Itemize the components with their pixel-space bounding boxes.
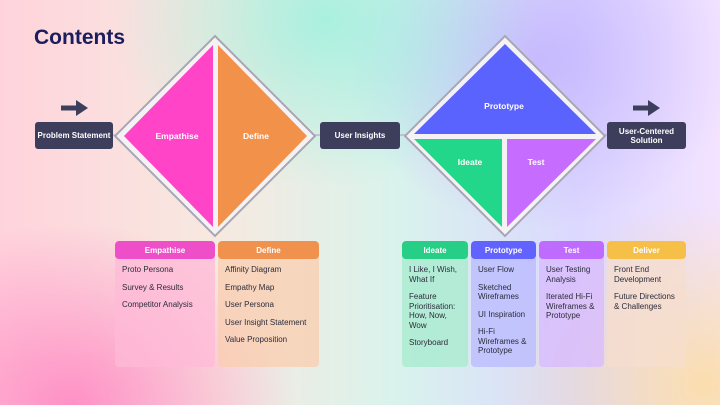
list-item: Iterated Hi-Fi Wireframes & Prototype [546,292,595,320]
list-item: Future Directions & Challenges [614,292,675,311]
diamond2-test-label: Test [528,157,545,167]
list-item: Proto Persona [122,265,174,274]
list-item: Value Proposition [225,335,288,344]
arrow-right-icon [633,100,660,116]
phase-column-header: Define [218,241,319,259]
arrow-right-icon [61,100,88,116]
diamond1-define-segment [218,45,307,227]
user-centered-solution-box: User-Centered Solution [607,122,686,149]
phase-column-header: Prototype [471,241,536,259]
diamond1-define-label: Define [243,131,269,141]
diamond1-frame [113,34,317,238]
list-item: Empathy Map [225,282,275,292]
list-item: Competitor Analysis [122,300,193,309]
list-item: Hi-Fi Wireframes & Prototype [478,327,527,355]
diamond2-test-segment [507,139,596,227]
list-item: User Flow [478,265,515,274]
list-item: UI Inspiration [478,309,526,319]
phase-column-header: Deliver [607,241,686,259]
phase-column-header: Ideate [402,241,468,259]
list-item: Sketched Wireframes [478,282,519,302]
page-title: Contents [34,26,125,49]
user-insights-box: User Insights [320,122,400,149]
diamond1-empathise-label: Empathise [156,131,199,141]
phase-column-ideate: Ideate I Like, I Wish, What If Feature Pri… [402,241,468,367]
problem-statement-box: Problem Statement [35,122,113,149]
list-item: User Persona [225,300,274,309]
diamond2-prototype-label: Prototype [484,101,524,111]
list-item: Affinity Diagram [225,265,282,274]
list-item: Survey & Results [122,282,184,292]
list-item: User Insight Statement [225,317,307,327]
phase-column-header: Empathise [115,241,215,259]
diamond1-empathise-segment [124,45,213,227]
phase-column-body: I Like, I Wish, What If Feature Prioritis… [402,259,468,360]
list-item: Feature Prioritisation: How, Now, Wow [409,292,456,330]
list-item: I Like, I Wish, What If [409,265,458,284]
list-item: Front End Development [614,265,662,284]
diamond2-ideate-segment [414,139,502,227]
diamond2-prototype-segment [414,44,596,134]
phase-column-header: Test [539,241,604,259]
diamond2-ideate-label: Ideate [458,157,483,167]
list-item: Storyboard [409,338,449,347]
list-item: User Testing Analysis [546,265,591,284]
diamond2-frame [403,34,607,238]
